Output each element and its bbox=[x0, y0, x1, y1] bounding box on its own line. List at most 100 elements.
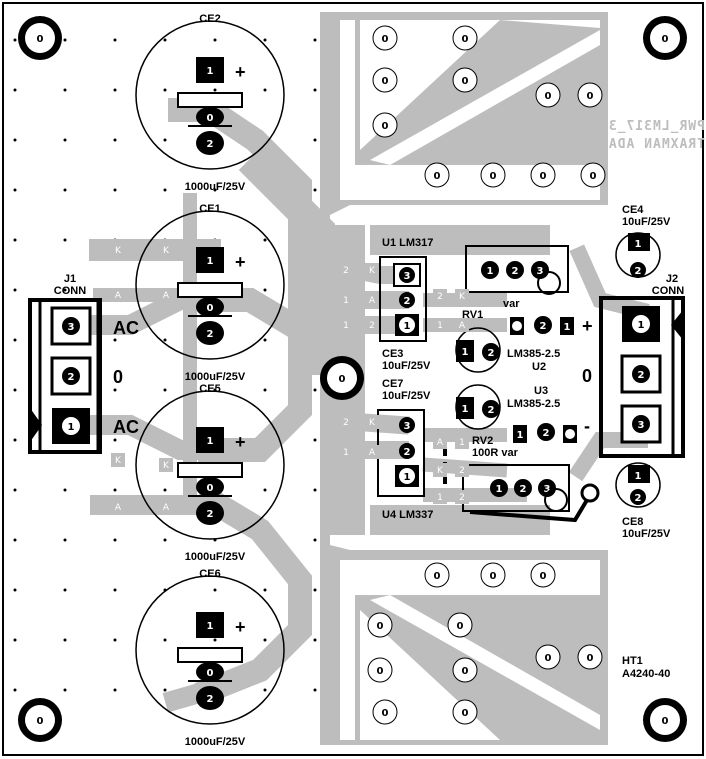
grid-dot bbox=[113, 688, 117, 692]
heatsink-hole-label: 0 bbox=[490, 571, 497, 582]
capacitor-value: 1000uF/25V bbox=[185, 736, 246, 748]
mounting-hole-label: 0 bbox=[662, 716, 669, 727]
grid-dot bbox=[13, 288, 17, 292]
smd-pad-label: K bbox=[459, 292, 466, 302]
smd-pad bbox=[111, 500, 125, 514]
capacitor-pad-0 bbox=[196, 107, 224, 127]
grid-dot bbox=[13, 538, 17, 542]
mirror-text-line2: TRAXMAN ADAM TATUS C bbox=[528, 137, 705, 152]
smd-pad-label: A bbox=[369, 296, 376, 306]
ce3-pin-2: 2 bbox=[488, 348, 495, 359]
grid-dot bbox=[13, 38, 17, 42]
smd-pad bbox=[433, 490, 447, 504]
grid-dot bbox=[13, 588, 17, 592]
heatsink-hole bbox=[372, 25, 398, 51]
smd-pad-label: A bbox=[115, 503, 122, 513]
rv1-pin-3: 3 bbox=[537, 266, 544, 277]
heatsink-hole-label: 0 bbox=[382, 708, 389, 719]
heatsink-hole-label: 0 bbox=[462, 666, 469, 677]
capacitor-value: 1000uF/25V bbox=[185, 371, 246, 383]
capacitor-plus: + bbox=[235, 62, 246, 82]
capacitor-pin-1: 1 bbox=[207, 436, 214, 447]
u4-pin-3: 3 bbox=[404, 421, 411, 432]
grid-dot bbox=[113, 488, 117, 492]
grid-dot bbox=[113, 88, 117, 92]
capacitor-outline bbox=[135, 390, 285, 540]
heatsink-hole bbox=[535, 644, 561, 670]
j2-label-0: 0 bbox=[582, 366, 592, 386]
u2-pin-2: 2 bbox=[540, 321, 547, 332]
smd-pad bbox=[433, 289, 447, 303]
grid-dot bbox=[63, 288, 67, 292]
cap-ce7: 1 2 CE7 10uF/25V bbox=[382, 378, 501, 430]
capacitor-pin-1: 1 bbox=[207, 256, 214, 267]
grid-dot bbox=[13, 138, 17, 142]
smd-pad bbox=[455, 318, 469, 332]
rv2-ref: RV2 bbox=[472, 435, 493, 447]
grid-dot bbox=[313, 38, 317, 42]
rv1-value: var bbox=[503, 298, 520, 310]
capacitor-pad-1 bbox=[196, 427, 224, 453]
grid-dot bbox=[213, 188, 217, 192]
grid-dot bbox=[63, 638, 67, 642]
j1-label-ac-top: AC bbox=[113, 318, 139, 338]
heatsink-hole-label: 0 bbox=[540, 171, 547, 182]
j2-pin-3: 3 bbox=[638, 420, 645, 431]
u2-part: LM385-2.5 bbox=[507, 348, 560, 360]
capacitor-pin-0: 0 bbox=[207, 303, 214, 314]
grid-dot bbox=[113, 438, 117, 442]
capacitor-pin-0: 0 bbox=[207, 113, 214, 124]
grid-dot bbox=[213, 588, 217, 592]
smd-pad-label: K bbox=[369, 266, 376, 276]
smd-pad-label: K bbox=[369, 418, 376, 428]
j2-minus: - bbox=[584, 416, 590, 436]
smd-pad bbox=[339, 318, 353, 332]
heatsink-hole-label: 0 bbox=[540, 571, 547, 582]
ce8-value: 10uF/25V bbox=[622, 528, 671, 540]
capacitor-pad-1 bbox=[196, 612, 224, 638]
smd-pad bbox=[159, 243, 173, 257]
regulator-u4: 3 2 1 U4 LM337 bbox=[377, 409, 447, 521]
grid-dot bbox=[263, 488, 267, 492]
heatsink-hole-label: 0 bbox=[587, 91, 594, 102]
rv1-pin-1: 1 bbox=[487, 266, 494, 277]
grid-dot bbox=[313, 638, 317, 642]
j1-type: CONN bbox=[54, 285, 86, 297]
grid-dot bbox=[213, 38, 217, 42]
heatsink-hole bbox=[424, 562, 450, 588]
trimmer-rv1: 1 2 3 RV1 var bbox=[462, 245, 569, 321]
smd-pad-label: 2 bbox=[459, 466, 465, 476]
grid-dot bbox=[163, 38, 167, 42]
capacitor-pin-2: 2 bbox=[207, 139, 214, 150]
heatsink-ref: HT1 bbox=[622, 655, 643, 667]
smd-pad bbox=[455, 435, 469, 449]
mounting-hole bbox=[25, 705, 55, 735]
u3-part: LM385-2.5 bbox=[507, 398, 560, 410]
u4-pin-2: 2 bbox=[404, 447, 411, 458]
capacitor-value: 1000uF/25V bbox=[185, 181, 246, 193]
grid-dot bbox=[263, 288, 267, 292]
capacitor-pin-1: 1 bbox=[207, 66, 214, 77]
grid-dot bbox=[13, 188, 17, 192]
heatsink-hole-label: 0 bbox=[545, 91, 552, 102]
heatsink-hole-label: 0 bbox=[377, 621, 384, 632]
grid-dot bbox=[113, 138, 117, 142]
j1-pin-1: 1 bbox=[68, 422, 75, 433]
ce8-ref: CE8 bbox=[622, 516, 643, 528]
smd-pad bbox=[159, 288, 173, 302]
large-capacitors: 1+02CE21000uF/25V1+02CE11000uF/25V1+02CE… bbox=[135, 13, 285, 748]
capacitor-pad-2 bbox=[196, 321, 224, 345]
rv1-pin-2: 2 bbox=[512, 266, 519, 277]
heatsink-hole bbox=[372, 67, 398, 93]
grid-dot bbox=[163, 688, 167, 692]
mounting-hole bbox=[650, 705, 680, 735]
u1-pin-3: 3 bbox=[404, 271, 411, 282]
smd-pad-label: 1 bbox=[437, 321, 443, 331]
grid-dot bbox=[163, 538, 167, 542]
mounting-hole bbox=[650, 23, 680, 53]
heatsink-hole bbox=[580, 162, 606, 188]
smd-pad-label: 2 bbox=[459, 493, 465, 503]
smd-pad-label: K bbox=[163, 461, 170, 471]
